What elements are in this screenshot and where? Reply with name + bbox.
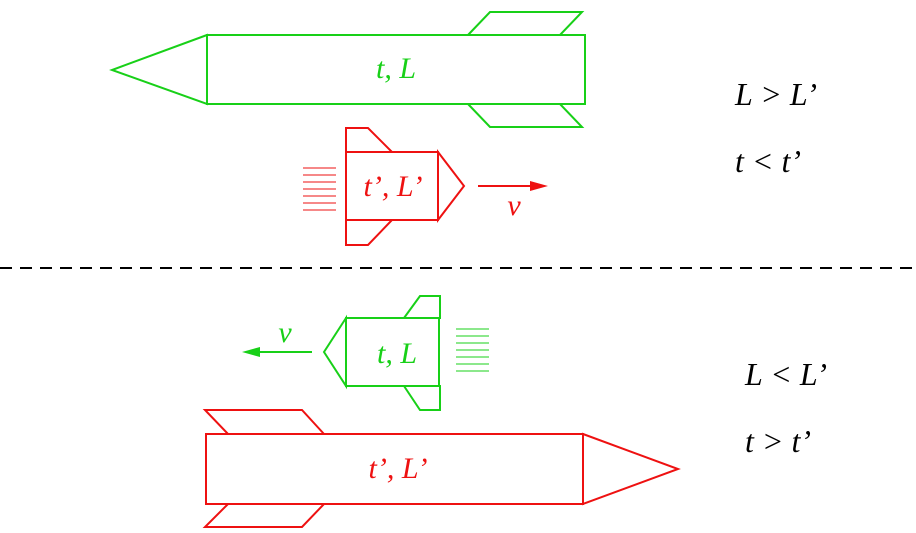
bottom-relation-time: t > t’: [745, 423, 811, 459]
exhaust-lines: [303, 167, 336, 211]
top-relation-time: t < t’: [735, 143, 801, 179]
bottom-relation-length: L < L’: [744, 356, 827, 392]
rocket-nose: [109, 33, 208, 106]
rocket-nose: [582, 432, 681, 506]
rocket-fin-bottom: [345, 219, 395, 246]
rocket-nose: [437, 149, 466, 223]
top-relation-length: L > L’: [734, 76, 817, 112]
velocity-arrow-head: [242, 347, 260, 357]
top-moving-rocket: [303, 127, 534, 246]
rocket-fin-top: [465, 11, 585, 36]
bottom-velocity-label: v: [278, 316, 292, 349]
exhaust-lines: [456, 328, 489, 372]
rocket-fin-top: [402, 295, 441, 319]
bottom-stationary-rocket: [202, 409, 681, 528]
rocket-fin-top: [202, 409, 327, 435]
bottom-moving-rocket: [256, 295, 489, 411]
top-stationary-rocket-label: t, L: [376, 52, 416, 85]
top-moving-rocket-label: t’, L’: [364, 170, 423, 203]
rocket-fin-top: [345, 127, 395, 153]
rocket-fin-bottom: [465, 103, 585, 128]
velocity-arrow-head: [530, 181, 548, 191]
bottom-stationary-rocket-label: t’, L’: [369, 452, 428, 485]
top-velocity-label: v: [507, 189, 521, 222]
rocket-fin-bottom: [202, 503, 327, 528]
bottom-moving-rocket-label: t, L: [377, 337, 417, 370]
top-stationary-rocket: [109, 11, 586, 128]
rocket-fin-bottom: [402, 385, 441, 411]
rocket-nose: [322, 314, 347, 390]
